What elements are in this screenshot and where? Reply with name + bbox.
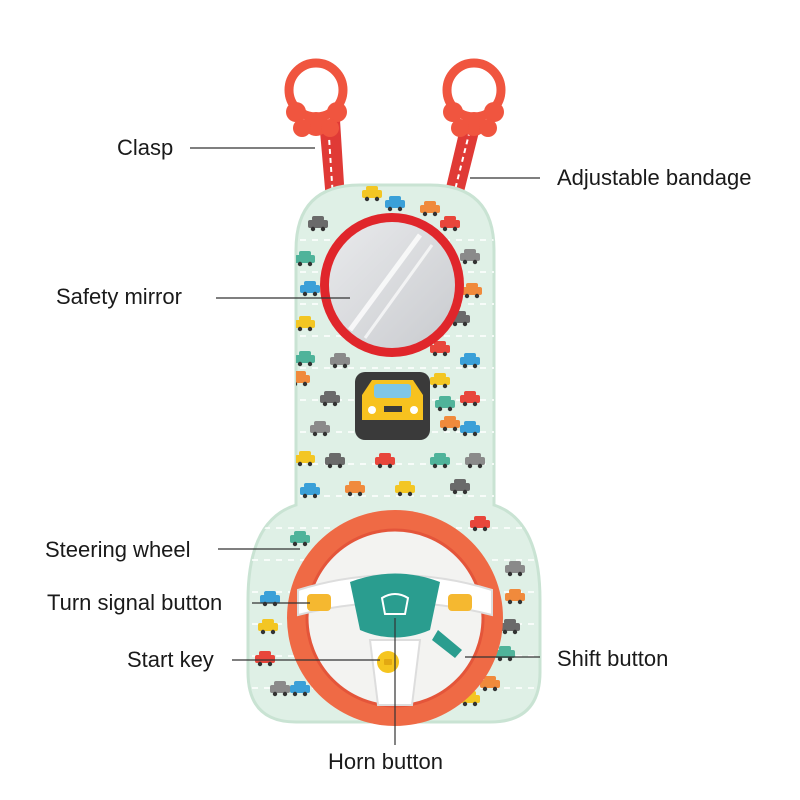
pattern-car-icon (470, 516, 490, 532)
label-steering-wheel: Steering wheel (45, 537, 191, 562)
pattern-car-icon (465, 453, 485, 469)
pattern-car-icon (480, 676, 500, 692)
label-clasp: Clasp (117, 135, 174, 160)
pattern-car-icon (260, 591, 280, 607)
pattern-car-icon (295, 251, 315, 267)
pattern-car-icon (270, 681, 290, 697)
pattern-car-icon (325, 453, 345, 469)
clasp-right (442, 58, 506, 137)
start-key (377, 651, 399, 673)
label-turn-signal-button: Turn signal button (47, 590, 223, 615)
pattern-car-icon (435, 396, 455, 412)
pattern-car-icon (295, 451, 315, 467)
pattern-car-icon (430, 373, 450, 389)
pattern-car-icon (330, 353, 350, 369)
pattern-car-icon (308, 216, 328, 232)
pattern-car-icon (450, 479, 470, 495)
pattern-car-icon (362, 186, 382, 202)
clasp-left (284, 58, 348, 137)
pattern-car-icon (505, 589, 525, 605)
pattern-car-icon (430, 341, 450, 357)
pattern-car-icon (290, 681, 310, 697)
pattern-car-icon (310, 421, 330, 437)
pattern-car-icon (290, 531, 310, 547)
pattern-car-icon (255, 651, 275, 667)
pattern-car-icon (290, 371, 310, 387)
horn-button (350, 573, 440, 638)
pattern-car-icon (300, 281, 320, 297)
label-start-key: Start key (127, 647, 214, 672)
label-adjustable-bandage: Adjustable bandage (557, 165, 752, 190)
pattern-car-icon (460, 353, 480, 369)
pattern-car-icon (395, 481, 415, 497)
pattern-car-icon (385, 196, 405, 212)
pattern-car-icon (295, 316, 315, 332)
leader-lines (190, 147, 540, 745)
pattern-car-icon (460, 421, 480, 437)
pattern-car-icon (460, 391, 480, 407)
pattern-car-icon (500, 619, 520, 635)
pattern-car-icon (420, 201, 440, 217)
pattern-car-icon (300, 483, 320, 499)
pattern-car-icon (430, 453, 450, 469)
pattern-car-icon (495, 646, 515, 662)
shift-lever (432, 630, 462, 658)
pattern-car-icon (345, 481, 365, 497)
pattern-car-icon (295, 351, 315, 367)
pattern-car-icon (375, 453, 395, 469)
label-safety-mirror: Safety mirror (56, 284, 182, 309)
pattern-car-icon (440, 416, 460, 432)
label-horn-button: Horn button (328, 749, 443, 774)
turn-signal-left (307, 594, 331, 611)
pattern-car-icon (462, 283, 482, 299)
pattern-car-icon (320, 391, 340, 407)
yellow-car-icon (355, 372, 430, 440)
pattern-car-icon (505, 561, 525, 577)
label-shift-button: Shift button (557, 646, 669, 671)
pattern-car-icon (440, 216, 460, 232)
pattern-car-icon (460, 249, 480, 265)
turn-signal-right (448, 594, 472, 611)
pattern-car-icon (258, 619, 278, 635)
safety-mirror (320, 213, 464, 357)
